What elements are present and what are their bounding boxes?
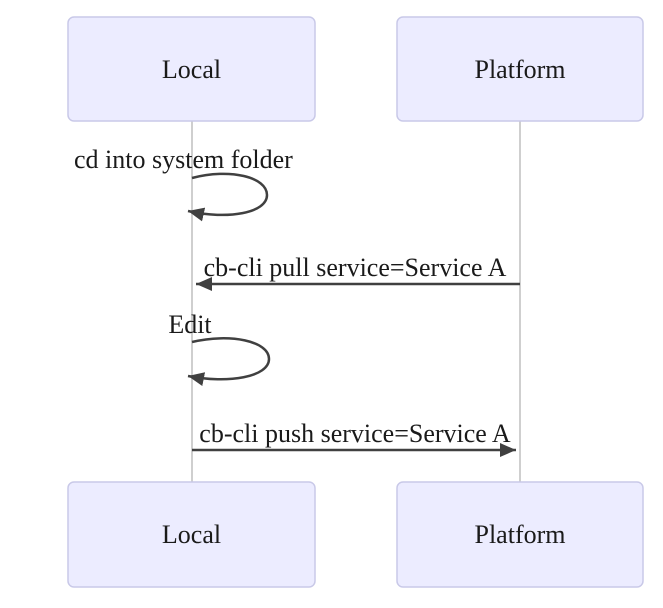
actor-box-platform-bottom: Platform <box>396 481 644 588</box>
self-loop-arrow-cd <box>187 172 269 222</box>
self-message-label-edit: Edit <box>168 310 212 339</box>
actor-label-local-top: Local <box>162 55 221 84</box>
message-label-push: cb-cli push service=Service A <box>199 419 511 448</box>
actor-rect-platform-bottom <box>396 481 644 588</box>
actor-label-local-bottom: Local <box>162 520 221 549</box>
actor-label-platform-bottom: Platform <box>475 520 566 549</box>
message-label-pull: cb-cli pull service=Service A <box>204 253 507 282</box>
actor-rect-local-top <box>67 16 316 122</box>
actor-label-platform-top: Platform <box>475 55 566 84</box>
actor-rect-local-bottom <box>67 481 316 588</box>
actor-rect-platform-top <box>396 16 644 122</box>
actor-box-local-bottom: Local <box>67 481 316 588</box>
actor-box-local-top: Local <box>67 16 316 122</box>
self-loop-arrow-edit <box>187 337 271 386</box>
actor-box-platform-top: Platform <box>396 16 644 122</box>
self-message-label-cd: cd into system folder <box>74 145 293 174</box>
